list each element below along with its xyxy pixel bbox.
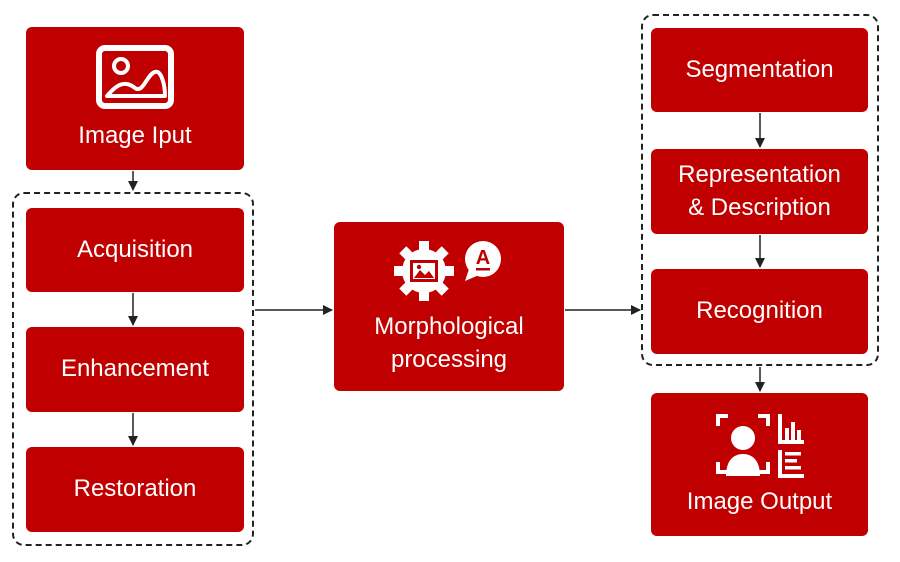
analysis-group: [641, 14, 879, 366]
enhancement-node: Enhancement: [26, 327, 244, 412]
restoration-node: Restoration: [26, 447, 244, 532]
recognition-label: Recognition: [696, 297, 823, 325]
recognition-node: Recognition: [651, 269, 868, 354]
image-output-node: Image Output: [651, 393, 868, 536]
preprocessing-group: [12, 192, 254, 546]
representation-label-line1: Representation: [678, 161, 841, 189]
image-input-label: Image Iput: [78, 122, 192, 150]
segmentation-node: Segmentation: [651, 28, 868, 112]
svg-text:A: A: [476, 247, 490, 269]
segmentation-label: Segmentation: [685, 55, 834, 83]
gear-image-and-text-icon: A: [394, 241, 501, 302]
morphological-label-line2: processing: [390, 345, 508, 373]
image-input-node: Image Iput: [26, 27, 244, 170]
representation-label-line2: & Description: [688, 193, 831, 221]
morphological-processing-node: A Morphological processing: [334, 222, 564, 391]
acquisition-node: Acquisition: [26, 208, 244, 292]
image-icon: [96, 45, 174, 110]
acquisition-label: Acquisition: [76, 235, 194, 263]
representation-description-node: Representation & Description: [651, 149, 868, 234]
image-output-label: Image Output: [686, 488, 833, 516]
enhancement-label: Enhancement: [60, 355, 210, 383]
face-recognition-icon: [715, 414, 804, 479]
restoration-label: Restoration: [73, 475, 197, 503]
morphological-label-line1: Morphological: [374, 313, 524, 341]
